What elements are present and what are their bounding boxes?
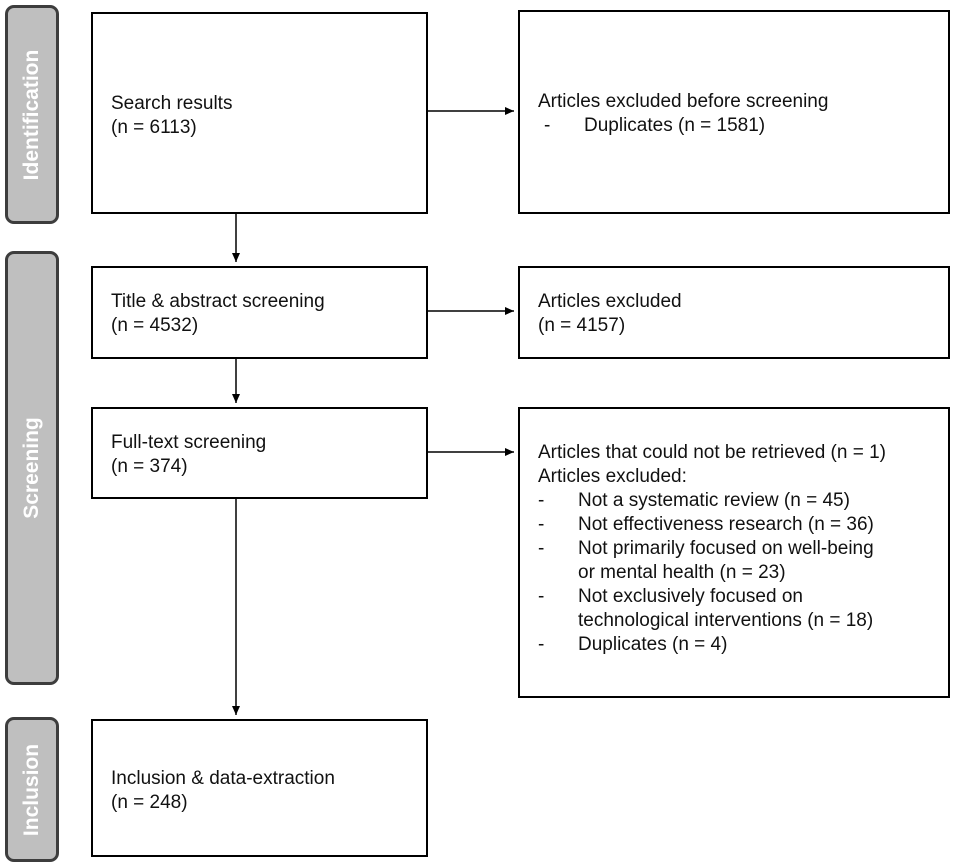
list-dash: - xyxy=(538,586,545,607)
articles-excluded-line: Articles excluded: xyxy=(538,466,687,487)
not-retrieved-line: Articles that could not be retrieved (n … xyxy=(538,442,886,463)
full-text-screening-box: Full-text screening (n = 374) xyxy=(91,407,428,499)
full-text-title: Full-text screening xyxy=(111,432,267,453)
stage-identification: Identification xyxy=(5,5,59,224)
excluded-ta-count: (n = 4157) xyxy=(538,315,626,336)
exclusion-reason-item: or mental health (n = 23) xyxy=(538,561,948,585)
excluded-before-item-text: Duplicates (n = 1581) xyxy=(584,115,766,136)
stage-screening: Screening xyxy=(5,251,59,685)
full-text-count: (n = 374) xyxy=(111,456,188,477)
exclusion-reason-text: Not primarily focused on well-being xyxy=(578,538,874,559)
exclusion-reason-item: - Duplicates (n = 4) xyxy=(538,633,948,657)
exclusion-reason-text: Not exclusively focused on xyxy=(578,586,803,607)
inclusion-count: (n = 248) xyxy=(111,792,188,813)
exclusion-reason-item: technological interventions (n = 18) xyxy=(538,609,948,633)
exclusion-reason-text: Not effectiveness research (n = 36) xyxy=(578,514,874,535)
search-results-count: (n = 6113) xyxy=(111,117,197,138)
exclusion-reason-item: - Not exclusively focused on xyxy=(538,585,948,609)
exclusion-reason-item: - Not a systematic review (n = 45) xyxy=(538,489,948,513)
excluded-before-item: - Duplicates (n = 1581) xyxy=(538,114,948,138)
exclusion-reason-item: - Not primarily focused on well-being xyxy=(538,537,948,561)
list-dash: - xyxy=(538,514,545,535)
search-results-title: Search results xyxy=(111,93,233,114)
excluded-ta-title: Articles excluded xyxy=(538,291,682,312)
list-dash: - xyxy=(538,538,545,559)
list-dash: - xyxy=(538,490,545,511)
inclusion-title: Inclusion & data-extraction xyxy=(111,768,335,789)
exclusion-reason-item: - Not effectiveness research (n = 36) xyxy=(538,513,948,537)
excluded-full-text-box: Articles that could not be retrieved (n … xyxy=(518,407,950,698)
inclusion-box: Inclusion & data-extraction (n = 248) xyxy=(91,719,428,857)
excluded-title-abstract-box: Articles excluded (n = 4157) xyxy=(518,266,950,359)
title-abstract-screening-box: Title & abstract screening (n = 4532) xyxy=(91,266,428,359)
exclusion-reason-text: technological interventions (n = 18) xyxy=(578,610,874,631)
title-abstract-count: (n = 4532) xyxy=(111,315,199,336)
search-results-box: Search results (n = 6113) xyxy=(91,12,428,214)
list-dash: - xyxy=(544,115,551,136)
exclusion-reason-text: or mental health (n = 23) xyxy=(578,562,786,583)
excluded-before-title: Articles excluded before screening xyxy=(538,91,829,112)
excluded-before-screening-box: Articles excluded before screening - Dup… xyxy=(518,10,950,214)
exclusion-reason-text: Duplicates (n = 4) xyxy=(578,634,728,655)
exclusion-reason-text: Not a systematic review (n = 45) xyxy=(578,490,850,511)
list-dash: - xyxy=(538,634,545,655)
stage-inclusion: Inclusion xyxy=(5,717,59,862)
title-abstract-title: Title & abstract screening xyxy=(111,291,325,312)
